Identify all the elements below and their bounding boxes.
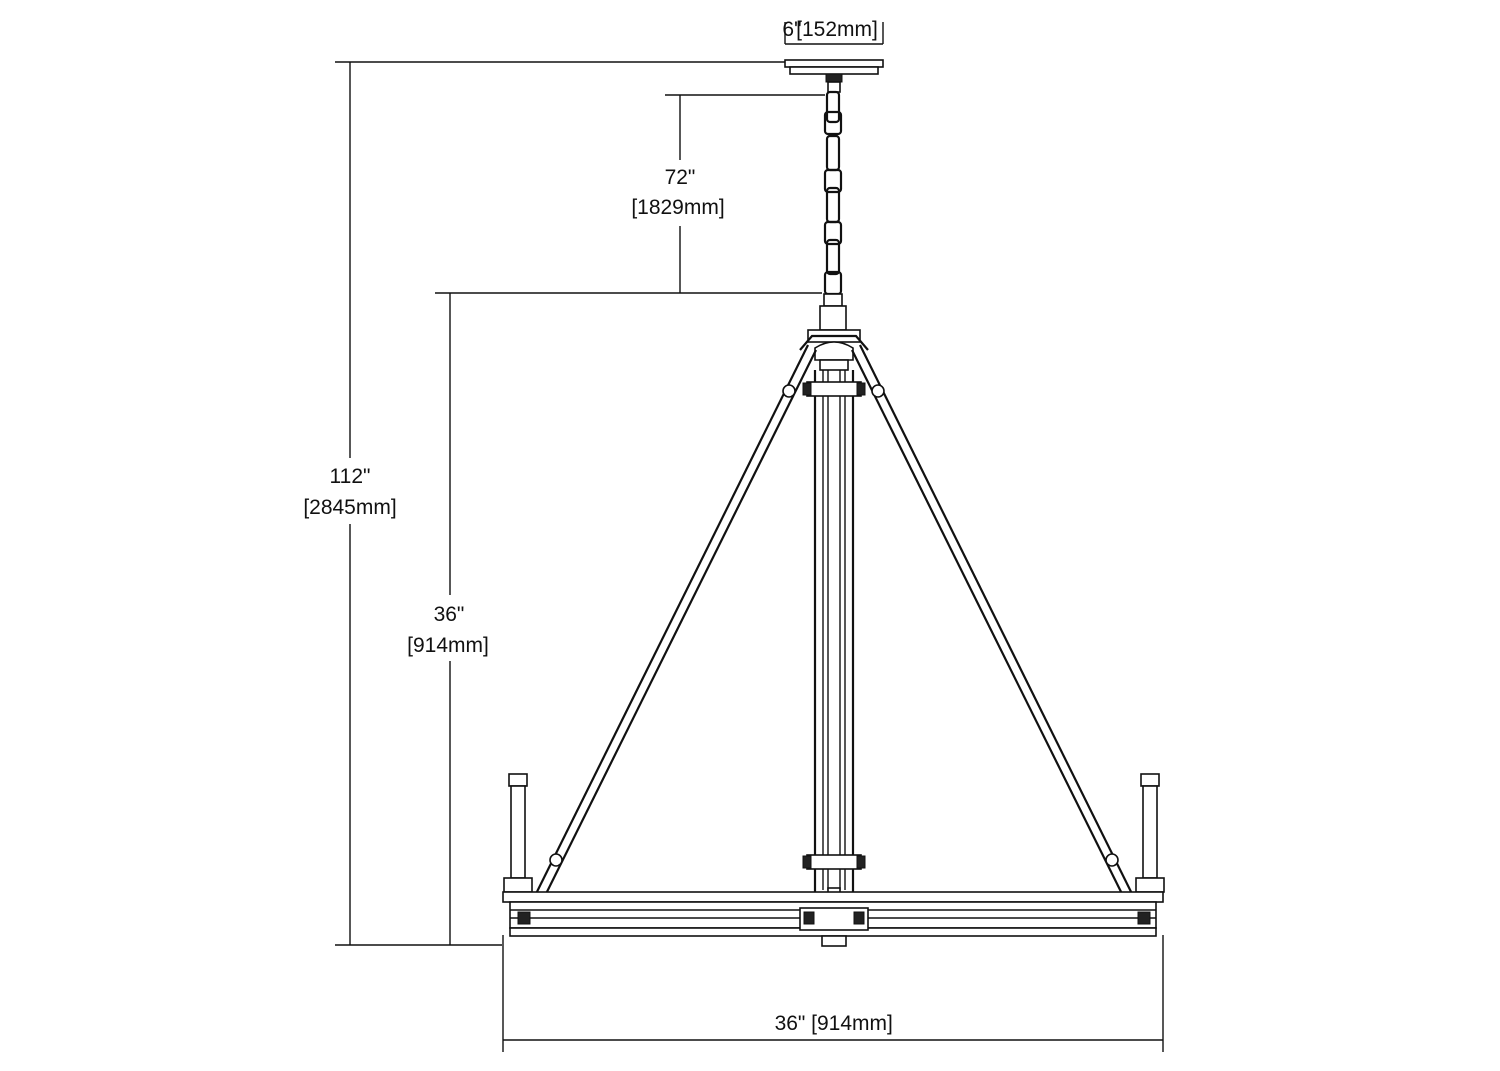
chain-length-dimension: 72" [1829mm]: [618, 94, 825, 293]
overall-height-label: 112": [330, 465, 371, 488]
fixture-height-label: 36": [434, 603, 465, 626]
fixture-height-dimension: 36" [914mm]: [393, 292, 822, 945]
chain-length-label: 72": [665, 166, 696, 189]
right-candle-post: [1135, 773, 1165, 893]
fixture-width-metric-label: [914mm]: [811, 1012, 893, 1035]
canopy-width-metric-label: [152mm]: [796, 18, 878, 41]
bottom-ring: [502, 891, 1164, 947]
ceiling-canopy: [784, 59, 884, 93]
fixture-height-metric-label: [914mm]: [407, 634, 489, 657]
chain-length-metric-label: [1829mm]: [631, 196, 724, 219]
canopy-width-dimension: 6" [152mm]: [782, 18, 884, 45]
central-stem: [802, 370, 866, 928]
left-candle-post: [503, 773, 533, 893]
fixture-width-label: 36": [775, 1012, 806, 1035]
canopy-width-label: 6": [782, 18, 801, 41]
overall-height-dimension: 112" [2845mm]: [290, 61, 785, 946]
overall-height-metric-label: [2845mm]: [303, 496, 396, 519]
support-arms: [522, 344, 1146, 921]
suspension-chain: [823, 90, 843, 307]
fixture-width-dimension: 36" [914mm]: [502, 935, 1164, 1052]
top-hub: [799, 305, 869, 371]
